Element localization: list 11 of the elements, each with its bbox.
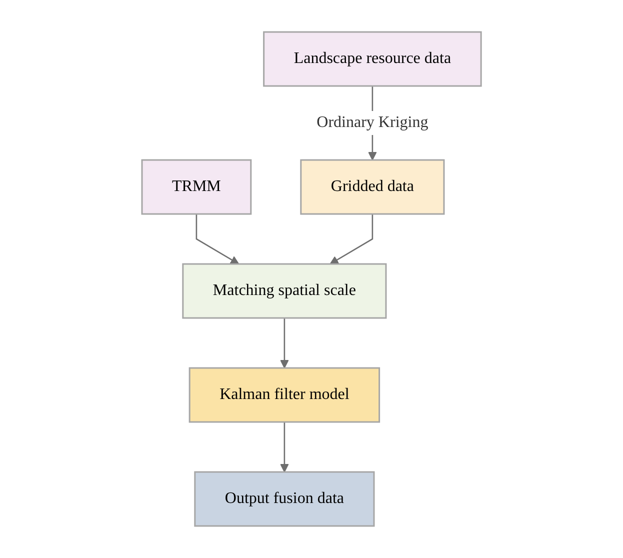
- node-box: Landscape resource data: [263, 31, 482, 87]
- node-box: Kalman filter model: [188, 367, 380, 423]
- edge-label: Ordinary Kriging: [316, 114, 428, 131]
- arrow: [280, 422, 289, 472]
- arrow: [280, 318, 289, 368]
- node-box: Matching spatial scale: [182, 263, 387, 319]
- node-box: Gridded data: [300, 159, 445, 215]
- node-box: TRMM: [141, 159, 252, 215]
- arrow: [330, 214, 374, 264]
- node-box: Output fusion data: [194, 471, 375, 527]
- arrow: [196, 214, 240, 264]
